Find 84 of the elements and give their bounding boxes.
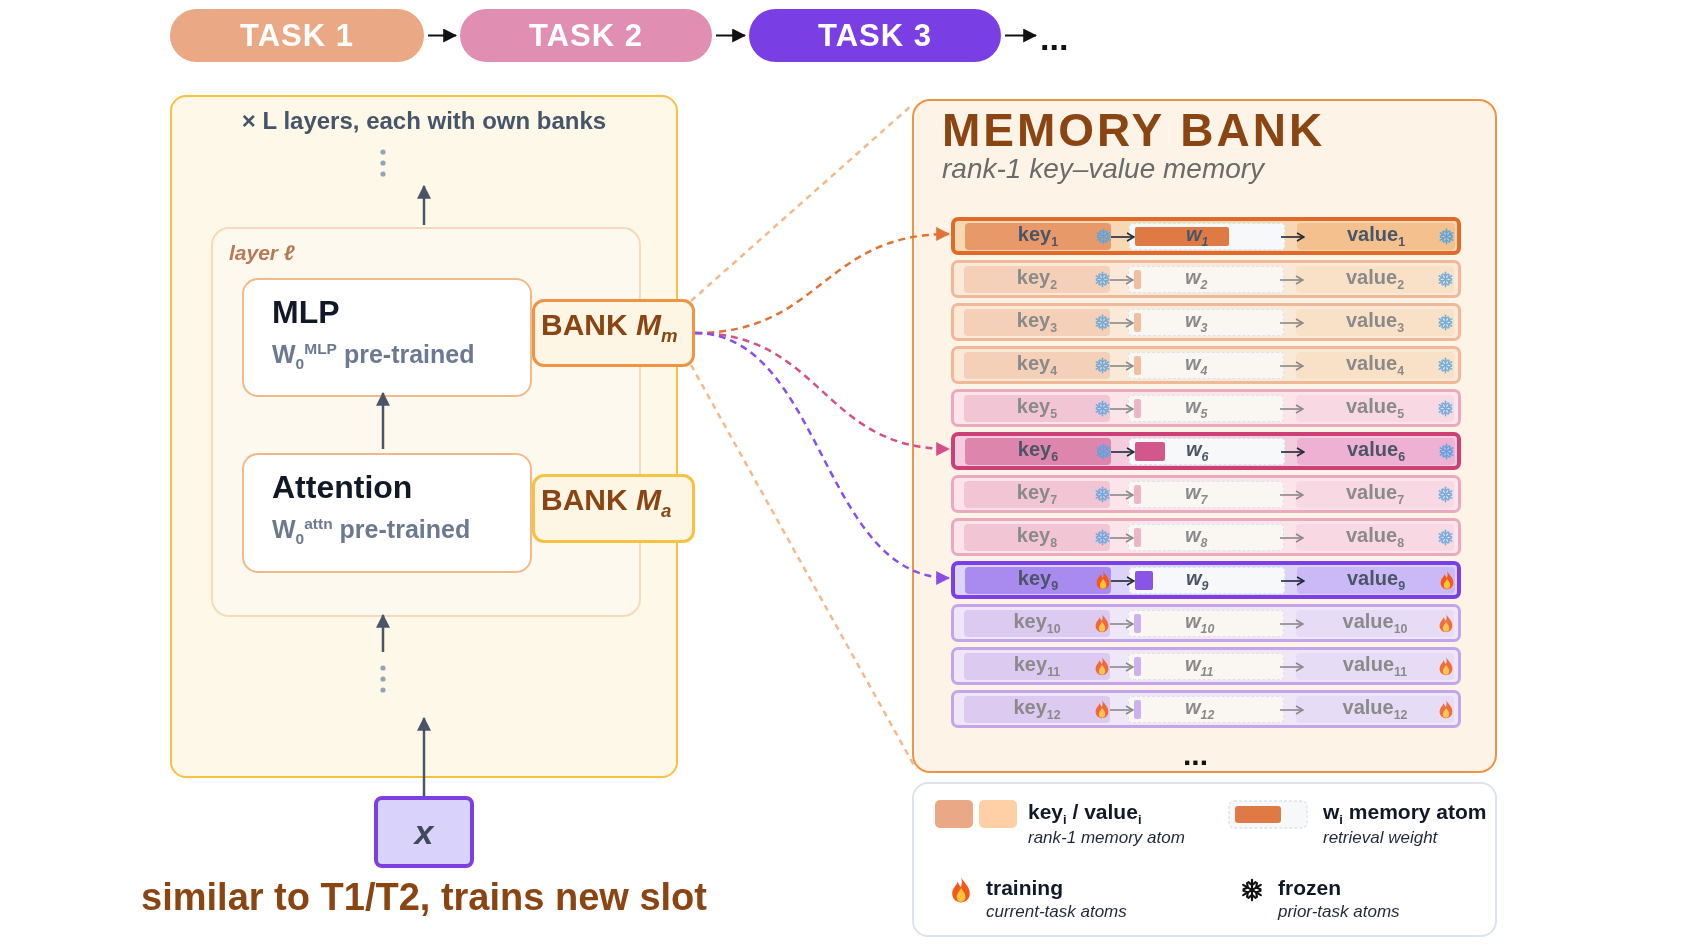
legend-note: prior-task atoms [1278,902,1400,922]
weight-label: w$_{6}$ [1186,437,1209,466]
bank-box: BANK M$_{m}$ [532,299,695,367]
value-slot: value$_{2}$ [1296,265,1454,293]
memory-bank-panel [912,99,1497,773]
value-slot: value$_{5}$ [1296,394,1454,422]
memory-slot-row [951,690,1461,728]
module-title: MLP [272,294,340,331]
module-box [242,278,532,397]
weight-label: w$_{12}$ [1185,695,1215,724]
dashed-arrow [694,331,951,583]
module-box [242,453,532,573]
key-slot: key$_{9}$ [965,566,1111,594]
memory-slot-row [951,647,1461,685]
module-title: Attention [272,469,413,506]
value-slot: value$_{8}$ [1296,523,1454,551]
bank-box: BANK M$_{a}$ [532,474,695,543]
memory-slot-row [951,217,1461,255]
legend-label: training [986,876,1063,900]
key-slot: key$_{10}$ [964,609,1110,637]
value-slot: value$_{7}$ [1296,480,1454,508]
key-slot: key$_{3}$ [964,308,1110,336]
projection-line [690,104,913,302]
projection-line [689,364,918,770]
legend-note: retrieval weight [1323,828,1438,848]
weight-label: w$_{5}$ [1185,394,1208,423]
value-slot: value$_{4}$ [1296,351,1454,379]
legend-note: rank-1 memory atom [1028,828,1185,848]
legend-label: w$_{i}$ memory atom [1323,800,1487,828]
arrow [417,716,431,796]
arrow [376,391,390,449]
value-slot: value$_{9}$ [1297,566,1455,594]
layer-heading: layer ℓ [229,241,295,265]
value-slot: value$_{11}$ [1296,652,1454,680]
memory-slot-row [951,561,1461,599]
legend-note: current-task atoms [986,902,1127,922]
memory-slot-row [951,303,1461,341]
key-slot: key$_{12}$ [964,695,1110,723]
value-slot: value$_{6}$ [1297,437,1455,465]
key-slot: key$_{2}$ [964,265,1110,293]
value-slot: value$_{3}$ [1296,308,1454,336]
task-pill: TASK 1 [170,9,424,62]
model-panel [170,95,678,778]
weight-label: w$_{1}$ [1186,222,1209,251]
memory-slot-row [951,346,1461,384]
weight-label: w$_{9}$ [1186,566,1209,595]
caption-text: similar to T1/T2, trains new slot [141,876,707,919]
weight-label: w$_{8}$ [1185,523,1208,552]
weight-label: w$_{4}$ [1185,351,1208,380]
key-slot: key$_{8}$ [964,523,1110,551]
weight-label: w$_{7}$ [1185,480,1208,509]
memory-slot-row [951,518,1461,556]
ellipsis-text: ... [1040,18,1096,58]
memory-slot-row [951,432,1461,470]
memory-slot-row [951,604,1461,642]
weight-label: w$_{2}$ [1185,265,1208,294]
panel-heading: × L layers, each with own banks [240,107,608,135]
arrow [427,28,458,43]
value-slot: value$_{1}$ [1297,222,1455,250]
key-slot: key$_{4}$ [964,351,1110,379]
weight-label: w$_{3}$ [1185,308,1208,337]
weight-note: W$_{0}$$^{attn}$ pre-trained [272,515,471,549]
weight-note: W$_{0}$$^{MLP}$ pre-trained [272,340,475,374]
legend-label: key$_{i}$ / value$_{i}$ [1028,800,1142,828]
key-slot: key$_{5}$ [964,394,1110,422]
ellipsis-text: ... [1183,738,1208,772]
arrow [417,184,431,225]
key-slot: key$_{11}$ [964,652,1110,680]
input-box: x [374,796,474,868]
task-pill: TASK 2 [460,9,712,62]
memory-slot-row [951,389,1461,427]
key-slot: key$_{1}$ [965,222,1111,250]
weight-label: w$_{10}$ [1185,609,1215,638]
value-slot: value$_{10}$ [1296,609,1454,637]
memory-slot-row [951,260,1461,298]
memory-slot-row [951,475,1461,513]
arrow [715,28,747,43]
task-pill: TASK 3 [749,9,1001,62]
arrow [1004,28,1038,43]
weight-label: w$_{11}$ [1185,652,1214,681]
key-slot: key$_{6}$ [965,437,1111,465]
legend-label: frozen [1278,876,1341,900]
value-slot: value$_{12}$ [1296,695,1454,723]
key-slot: key$_{7}$ [964,480,1110,508]
